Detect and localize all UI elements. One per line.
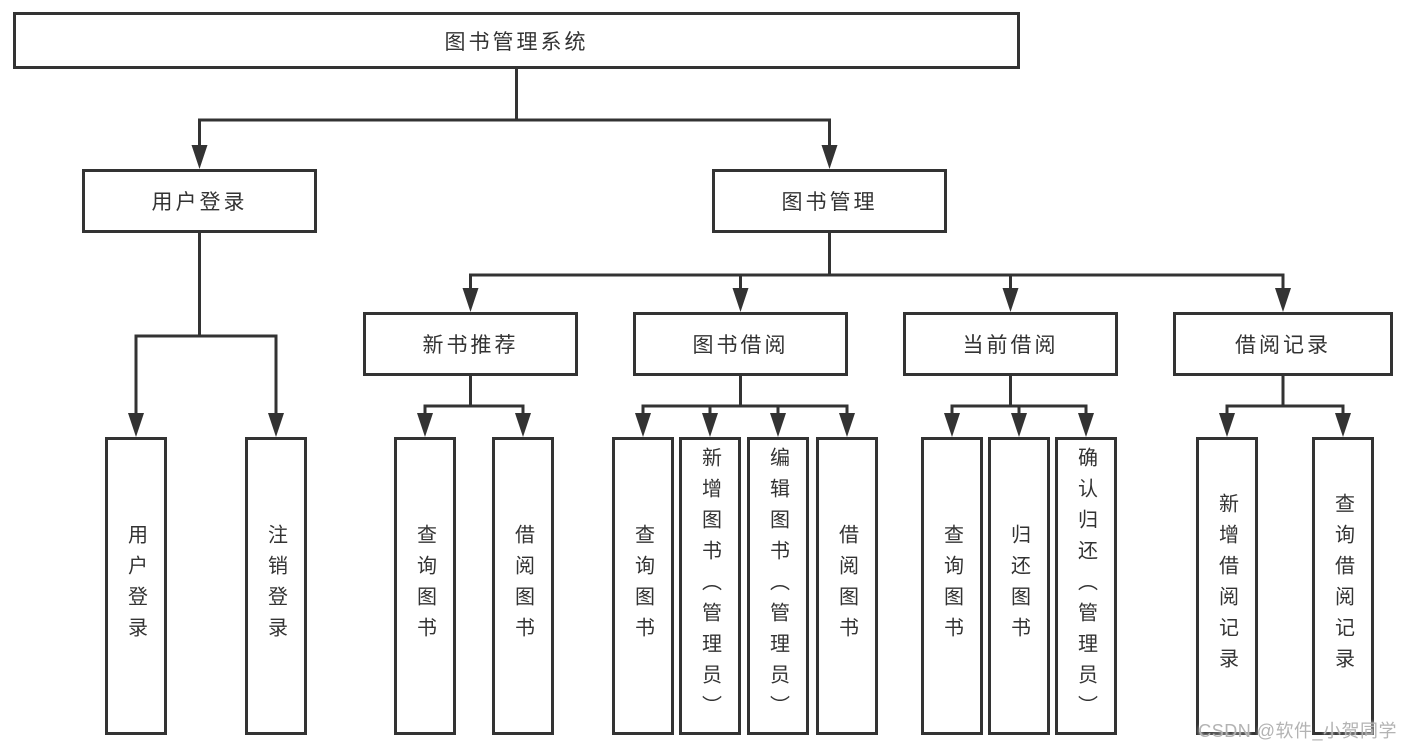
node-library-management-system: 图书管理系统 [13,12,1020,69]
leaf-query-books-current: 查询图书 [921,437,983,735]
node-borrowing-records: 借阅记录 [1173,312,1393,376]
node-book-borrowing: 图书借阅 [633,312,848,376]
leaf-borrow-books-recommend: 借阅图书 [492,437,554,735]
leaf-confirm-return-admin: 确认归还（管理员） [1055,437,1117,735]
leaf-borrow-books-borrowing: 借阅图书 [816,437,878,735]
node-current-borrowing: 当前借阅 [903,312,1118,376]
node-new-book-recommend: 新书推荐 [363,312,578,376]
node-book-management-branch: 图书管理 [712,169,947,233]
leaf-query-books-recommend: 查询图书 [394,437,456,735]
leaf-query-books-borrowing: 查询图书 [612,437,674,735]
leaf-user-login: 用户登录 [105,437,167,735]
leaf-logout: 注销登录 [245,437,307,735]
csdn-watermark: CSDN @软件_小贺同学 [1198,721,1397,741]
leaf-return-book: 归还图书 [988,437,1050,735]
leaf-edit-book-admin: 编辑图书（管理员） [747,437,809,735]
leaf-add-book-admin: 新增图书（管理员） [679,437,741,735]
leaf-query-borrow-record: 查询借阅记录 [1312,437,1374,735]
node-user-login-branch: 用户登录 [82,169,317,233]
leaf-add-borrow-record: 新增借阅记录 [1196,437,1258,735]
